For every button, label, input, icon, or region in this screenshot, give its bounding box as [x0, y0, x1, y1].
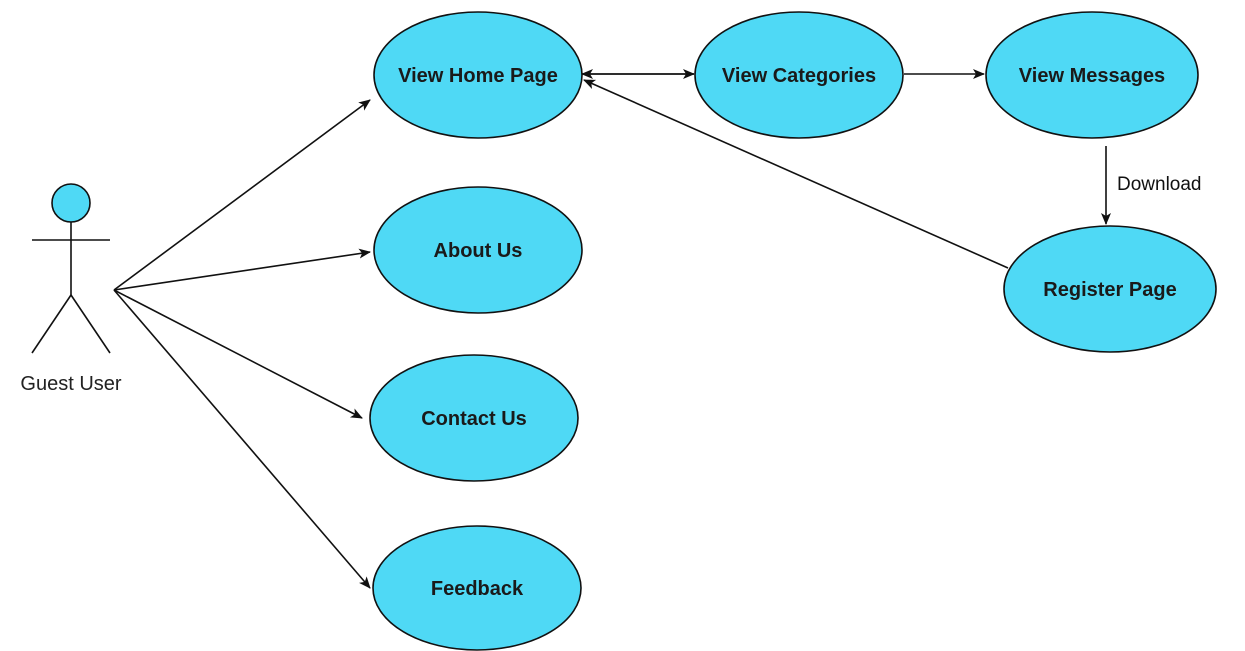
- usecase-label: View Home Page: [398, 65, 558, 87]
- actor-right-leg: [70, 294, 111, 354]
- usecase-ellipse: [372, 525, 582, 651]
- usecase-ellipse: [369, 354, 579, 482]
- usecase-label: View Messages: [1019, 65, 1165, 87]
- edge-actor-to-about-us: [113, 248, 371, 291]
- actor-left-leg: [31, 294, 72, 354]
- usecase-ellipse: [985, 11, 1199, 139]
- usecase-about-us: About Us: [373, 186, 583, 314]
- usecase-ellipse: [1003, 225, 1217, 353]
- actor-label: Guest User: [20, 373, 121, 395]
- edge-actor-to-contact-us: [113, 289, 363, 419]
- edge-actor-to-view-home-page: [113, 99, 371, 291]
- usecase-ellipse: [373, 186, 583, 314]
- actor-guest-user: Guest User: [20, 183, 122, 395]
- usecase-label: Contact Us: [421, 408, 527, 430]
- edge-register-to-home: [583, 79, 1009, 269]
- usecase-register-page: Register Page: [1003, 225, 1217, 353]
- usecase-view-home-page: View Home Page: [373, 11, 583, 139]
- usecase-label: View Categories: [722, 65, 876, 87]
- edge-label-download: Download: [1117, 174, 1202, 195]
- usecase-ellipse: [694, 11, 904, 139]
- usecase-view-categories: View Categories: [694, 11, 904, 139]
- usecase-label: Feedback: [431, 578, 524, 600]
- usecase-contact-us: Contact Us: [369, 354, 579, 482]
- usecase-ellipse: [373, 11, 583, 139]
- actor-head: [51, 183, 91, 223]
- edge-actor-to-feedback: [113, 289, 371, 589]
- usecase-feedback: Feedback: [372, 525, 582, 651]
- usecase-label: About Us: [434, 240, 523, 262]
- usecase-view-messages: View Messages: [985, 11, 1199, 139]
- usecase-label: Register Page: [1043, 279, 1176, 301]
